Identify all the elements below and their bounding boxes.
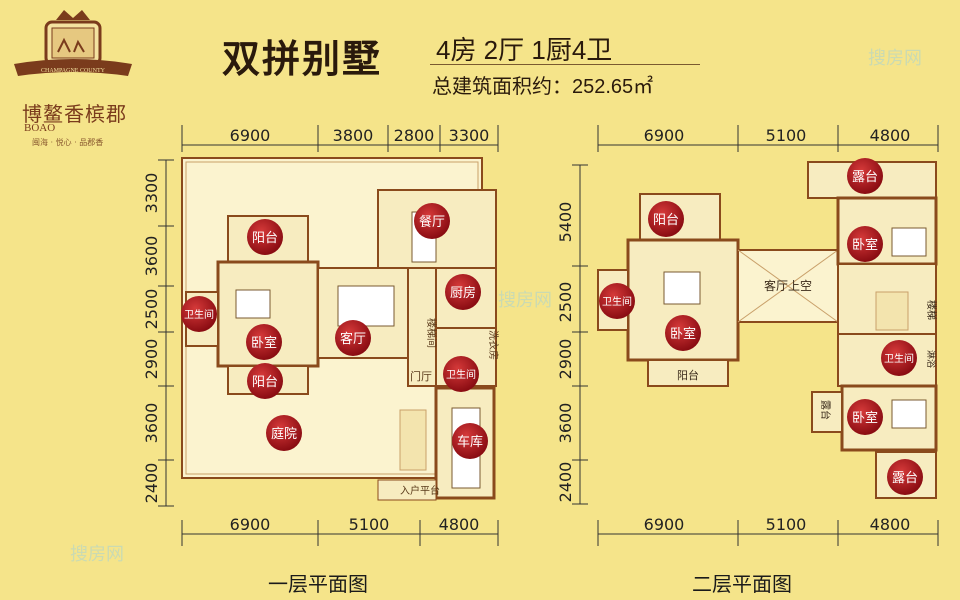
plan2-top-dim-2: 5100 — [766, 126, 807, 145]
brand-slogan: 闽海 · 悦心 · 品郡香 — [32, 138, 104, 147]
watermark-center: 搜房网 — [498, 290, 552, 310]
plan2-badges: 露台 阳台 卧室 卫生间 卧室 卫生间 卧室 露台 — [599, 158, 923, 495]
badge-plan2-bath-right: 卫生间 — [881, 340, 917, 376]
plan2-stair-label: 楼梯 — [925, 300, 938, 320]
plan1-top-dim-1: 6900 — [230, 126, 271, 145]
plan2-left-dim-1: 5400 — [556, 202, 575, 243]
badge-text: 卫生间 — [884, 352, 914, 365]
plan1-foyer-label: 门厅 — [410, 369, 432, 383]
plan2-terrace-small-label: 露台 — [819, 400, 832, 420]
plan1-top-dim-3: 2800 — [394, 126, 435, 145]
brand-logo: CHAMPAGNE COUNTY — [12, 6, 134, 84]
title-divider — [430, 64, 700, 65]
plan1-left-dim-5: 3600 — [142, 403, 161, 444]
plan2-caption: 二层平面图 — [692, 572, 792, 596]
badge-text: 露台 — [892, 471, 918, 486]
plan2-void-label: 客厅上空 — [764, 278, 812, 293]
badge-text: 客厅 — [340, 331, 366, 347]
badge-text: 车库 — [457, 434, 483, 450]
plan2: 6900 5100 4800 5400 2500 2900 3600 2400 — [556, 125, 939, 546]
plan2-bottom-dim-3: 4800 — [870, 515, 911, 534]
badge-text: 阳台 — [252, 375, 278, 390]
badge-plan1-balcony-bottom: 阳台 — [247, 363, 283, 399]
badge-text: 卧室 — [852, 410, 878, 426]
badge-plan1-living: 客厅 — [335, 320, 371, 356]
badge-text: 卫生间 — [184, 308, 214, 321]
plan2-bottom-dim-1: 6900 — [644, 515, 685, 534]
badge-plan1-kitchen: 厨房 — [445, 274, 481, 310]
plan2-balcony-bottom-label: 阳台 — [677, 368, 699, 382]
plan2-top-dim-1: 6900 — [644, 126, 685, 145]
plan2-left-dim-4: 3600 — [556, 403, 575, 444]
badge-plan1-bath-right: 卫生间 — [443, 356, 479, 392]
plan2-bottom-dim-2: 5100 — [766, 515, 807, 534]
plan2-left-dim-2: 2500 — [556, 282, 575, 323]
badge-plan1-balcony-top: 阳台 — [247, 219, 283, 255]
plan1-top-dim-4: 3300 — [449, 126, 490, 145]
badge-text: 卧室 — [852, 237, 878, 253]
badge-plan1-dining: 餐厅 — [414, 203, 450, 239]
page-title: 双拼别墅 — [222, 36, 383, 81]
badge-plan2-terrace-top: 露台 — [847, 158, 883, 194]
plan2-left-dim-5: 2400 — [556, 462, 575, 503]
plan1-left-dim-2: 3600 — [142, 236, 161, 277]
plan1: 6900 3800 2800 3300 3300 3600 2500 2900 … — [142, 125, 500, 546]
badge-plan2-bedroom-right-top: 卧室 — [847, 226, 883, 262]
plan2-shower-label: 淋浴 — [925, 350, 937, 368]
badge-text: 卧室 — [251, 335, 277, 351]
badge-text: 餐厅 — [419, 214, 445, 230]
brand-name-en: BOAO — [24, 122, 56, 134]
badge-text: 卫生间 — [602, 295, 632, 308]
plan1-left-dim-4: 2900 — [142, 339, 161, 380]
badge-plan1-bath-left: 卫生间 — [181, 296, 217, 332]
badge-text: 卧室 — [670, 326, 696, 342]
brand-name-cn: 博鳌香槟郡 — [22, 102, 127, 126]
plan1-laundry-label: 洗衣房 — [487, 330, 500, 360]
plan1-bottom-dim-1: 6900 — [230, 515, 271, 534]
badge-text: 厨房 — [450, 285, 476, 301]
plan1-left-dim-3: 2500 — [142, 289, 161, 330]
floor-area: 总建筑面积约：252.65㎡ — [432, 76, 654, 98]
plan1-bottom-dim-3: 4800 — [439, 515, 480, 534]
badge-text: 阳台 — [653, 213, 679, 228]
plan1-left-dim-6: 2400 — [142, 463, 161, 504]
plan1-entry-label: 入户平台 — [400, 484, 440, 497]
badge-plan2-bedroom-left: 卧室 — [665, 315, 701, 351]
badge-plan2-terrace-bottom: 露台 — [887, 459, 923, 495]
badge-plan1-courtyard: 庭院 — [266, 415, 302, 451]
plan1-stair-label: 楼梯间 — [425, 318, 438, 348]
watermark-bottom: 搜房网 — [70, 544, 124, 564]
badge-plan2-bedroom-right-bottom: 卧室 — [847, 399, 883, 435]
badge-text: 露台 — [852, 170, 878, 185]
badge-plan1-bedroom: 卧室 — [246, 324, 282, 360]
room-count: 4房 2厅 1厨4卫 — [436, 35, 613, 65]
plan1-left-dim-1: 3300 — [142, 173, 161, 214]
plan1-top-dim-2: 3800 — [333, 126, 374, 145]
badge-plan2-balcony-top: 阳台 — [648, 201, 684, 237]
plan1-caption: 一层平面图 — [268, 572, 368, 596]
plan1-bottom-dim-2: 5100 — [349, 515, 390, 534]
badge-text: 庭院 — [271, 426, 297, 442]
logo-ribbon-text: CHAMPAGNE COUNTY — [41, 68, 106, 74]
badge-plan2-bath-left: 卫生间 — [599, 283, 635, 319]
plan2-top-dim-3: 4800 — [870, 126, 911, 145]
badge-text: 阳台 — [252, 231, 278, 246]
watermark-top: 搜房网 — [868, 48, 922, 68]
badge-text: 卫生间 — [446, 368, 476, 381]
plan2-left-dim-3: 2900 — [556, 339, 575, 380]
plan1-badges: 阳台 餐厅 厨房 卫生间 卧室 客厅 阳台 卫生间 庭院 车库 — [181, 203, 488, 459]
badge-plan1-garage: 车库 — [452, 423, 488, 459]
